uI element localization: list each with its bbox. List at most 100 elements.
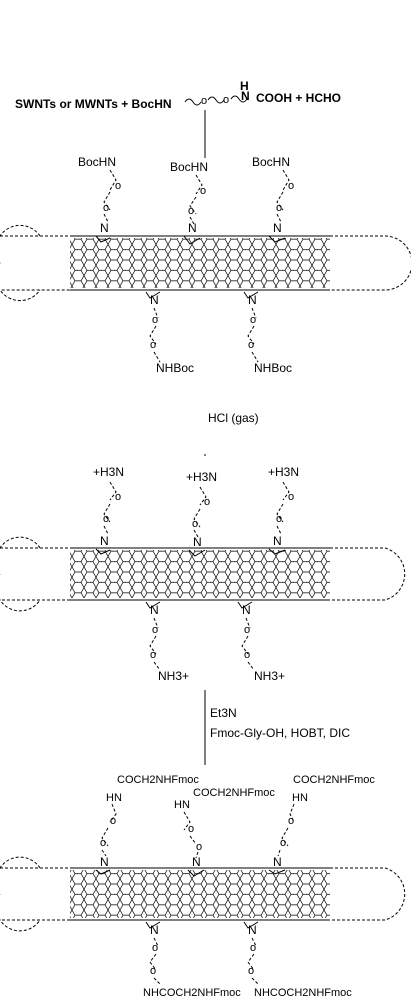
pyrrolidine-n-label: N: [100, 221, 109, 235]
bottom-linker-1: N o o NHBoc: [145, 291, 194, 375]
pyrrolidine-n-label: N: [192, 855, 201, 869]
top-linker-2: o o N: [188, 486, 210, 557]
oxygen-label: o: [103, 202, 109, 214]
chain-zigzag: [230, 95, 248, 103]
chain-oxygen: o: [223, 94, 229, 106]
top-group-label: BocHN: [78, 155, 116, 169]
top-acyl-label: COCH2NHFmoc: [293, 774, 375, 786]
top-acyl-label: COCH2NHFmoc: [193, 787, 275, 799]
oxygen-label: o: [100, 837, 106, 849]
chain-zigzag: [207, 96, 225, 104]
oxygen-label: o: [244, 624, 250, 636]
aldehyde-label: COOH + HCHO: [256, 91, 341, 105]
oxygen-label: o: [250, 942, 256, 954]
product-3: COCH2NHFmoc HN COCH2NHFmoc HN COCH2NHFmo…: [0, 774, 406, 999]
nanotube-3: [0, 856, 406, 932]
bottom-group-label: NH3+: [254, 669, 285, 683]
nanotube-lattice: [70, 238, 330, 288]
amine-n-label: N: [241, 89, 250, 103]
step-3-reagent-2: Fmoc-Gly-OH, HOBT, DIC: [210, 726, 350, 740]
oxygen-label: o: [280, 837, 286, 849]
oxygen-label: o: [288, 815, 294, 827]
nanotube-2: [0, 536, 406, 612]
bottom-group-label: NHCOCH2NHFmoc: [143, 987, 241, 999]
pyrrolidine-n-label: N: [273, 855, 282, 869]
pyrrolidine-n-label: N: [193, 535, 202, 549]
oxygen-label: o: [192, 518, 198, 530]
top-linker-2: o o N: [183, 174, 206, 245]
top-linker-1: o o N: [95, 169, 121, 243]
pyrrolidine-n-label: N: [150, 603, 159, 617]
top-linker-2: o o N: [183, 811, 205, 877]
top-group-label: +H3N: [93, 465, 124, 479]
bottom-linker-2: N o o NHBoc: [243, 291, 292, 375]
nanotube-lattice: [70, 550, 330, 598]
top-hn-label: HN: [174, 799, 190, 811]
oxygen-label: o: [276, 513, 282, 525]
top-group-label: BocHN: [252, 155, 290, 169]
oxygen-label: o: [152, 942, 158, 954]
product-1: BocHN BocHN BocHN o o N o o N o o N: [0, 155, 411, 375]
oxygen-label: o: [115, 180, 121, 192]
pyrrolidine-n-label: N: [100, 534, 109, 548]
oxygen-label: o: [244, 649, 250, 661]
reaction-1: SWNTs or MWNTs + BocHN o o H N COOH + HC…: [15, 79, 341, 158]
bottom-linker-2: N o o NH3+: [237, 601, 285, 683]
pyrrolidine-n-label: N: [188, 221, 197, 235]
chain-oxygen: o: [201, 95, 207, 107]
oxygen-label: o: [288, 491, 294, 503]
pyrrolidine-n-label: N: [150, 293, 159, 307]
oxygen-label: o: [150, 339, 156, 351]
bottom-linker-1: N o o NH3+: [145, 601, 189, 683]
top-group-label: +H3N: [268, 465, 299, 479]
oxygen-label: o: [250, 314, 256, 326]
oxygen-label: o: [103, 513, 109, 525]
pyrrolidine-n-label: N: [242, 603, 251, 617]
top-linker-3: o o N: [268, 803, 295, 875]
oxygen-label: o: [248, 339, 254, 351]
top-hn-label: HN: [292, 792, 308, 804]
oxygen-label: o: [196, 841, 202, 853]
pyrrolidine-n-label: N: [248, 293, 257, 307]
pyrrolidine-n-label: N: [273, 534, 282, 548]
nanotube-lattice: [70, 870, 330, 918]
bottom-group-label: NHBoc: [156, 361, 194, 375]
oxygen-label: o: [152, 624, 158, 636]
bottom-group-label: NHBoc: [254, 361, 292, 375]
reactants-label: SWNTs or MWNTs + BocHN: [15, 97, 172, 111]
oxygen-label: o: [276, 202, 282, 214]
chain-zigzag: [184, 98, 202, 106]
step-3-reagent-1: Et3N: [210, 706, 237, 720]
product-2: +H3N +H3N +H3N o o N o o N o o N: [0, 465, 406, 683]
oxygen-label: o: [150, 649, 156, 661]
top-linker-1: o o N: [95, 803, 117, 875]
oxygen-label: o: [248, 965, 254, 977]
amine-h-label: H: [240, 79, 249, 93]
nanotube-1: [0, 224, 411, 302]
oxygen-label: o: [188, 205, 194, 217]
oxygen-label: o: [150, 965, 156, 977]
top-group-label: BocHN: [170, 160, 208, 174]
oxygen-label: o: [152, 314, 158, 326]
oxygen-label: o: [204, 496, 210, 508]
bottom-group-label: NH3+: [158, 669, 189, 683]
bottom-linker-1: N o o NHCOCH2NHFmoc: [143, 921, 241, 999]
top-hn-label: HN: [106, 792, 122, 804]
bottom-linker-2: N o o NHCOCH2NHFmoc: [243, 921, 352, 999]
top-group-label: +H3N: [186, 470, 217, 484]
oxygen-label: o: [200, 185, 206, 197]
step-2-reagent: HCl (gas): [208, 411, 259, 425]
oxygen-label: o: [288, 180, 294, 192]
pyrrolidine-n-label: N: [100, 855, 109, 869]
oxygen-label: o: [115, 491, 121, 503]
pyrrolidine-n-label: N: [248, 923, 257, 937]
top-linker-1: o o N: [95, 481, 121, 555]
pyrrolidine-n-label: N: [150, 923, 159, 937]
top-linker-3: o o N: [268, 481, 294, 555]
top-acyl-label: COCH2NHFmoc: [117, 774, 199, 786]
bottom-group-label: NHCOCH2NHFmoc: [254, 987, 352, 999]
pyrrolidine-n-label: N: [273, 221, 282, 235]
oxygen-label: o: [110, 815, 116, 827]
oxygen-label: o: [188, 823, 194, 835]
